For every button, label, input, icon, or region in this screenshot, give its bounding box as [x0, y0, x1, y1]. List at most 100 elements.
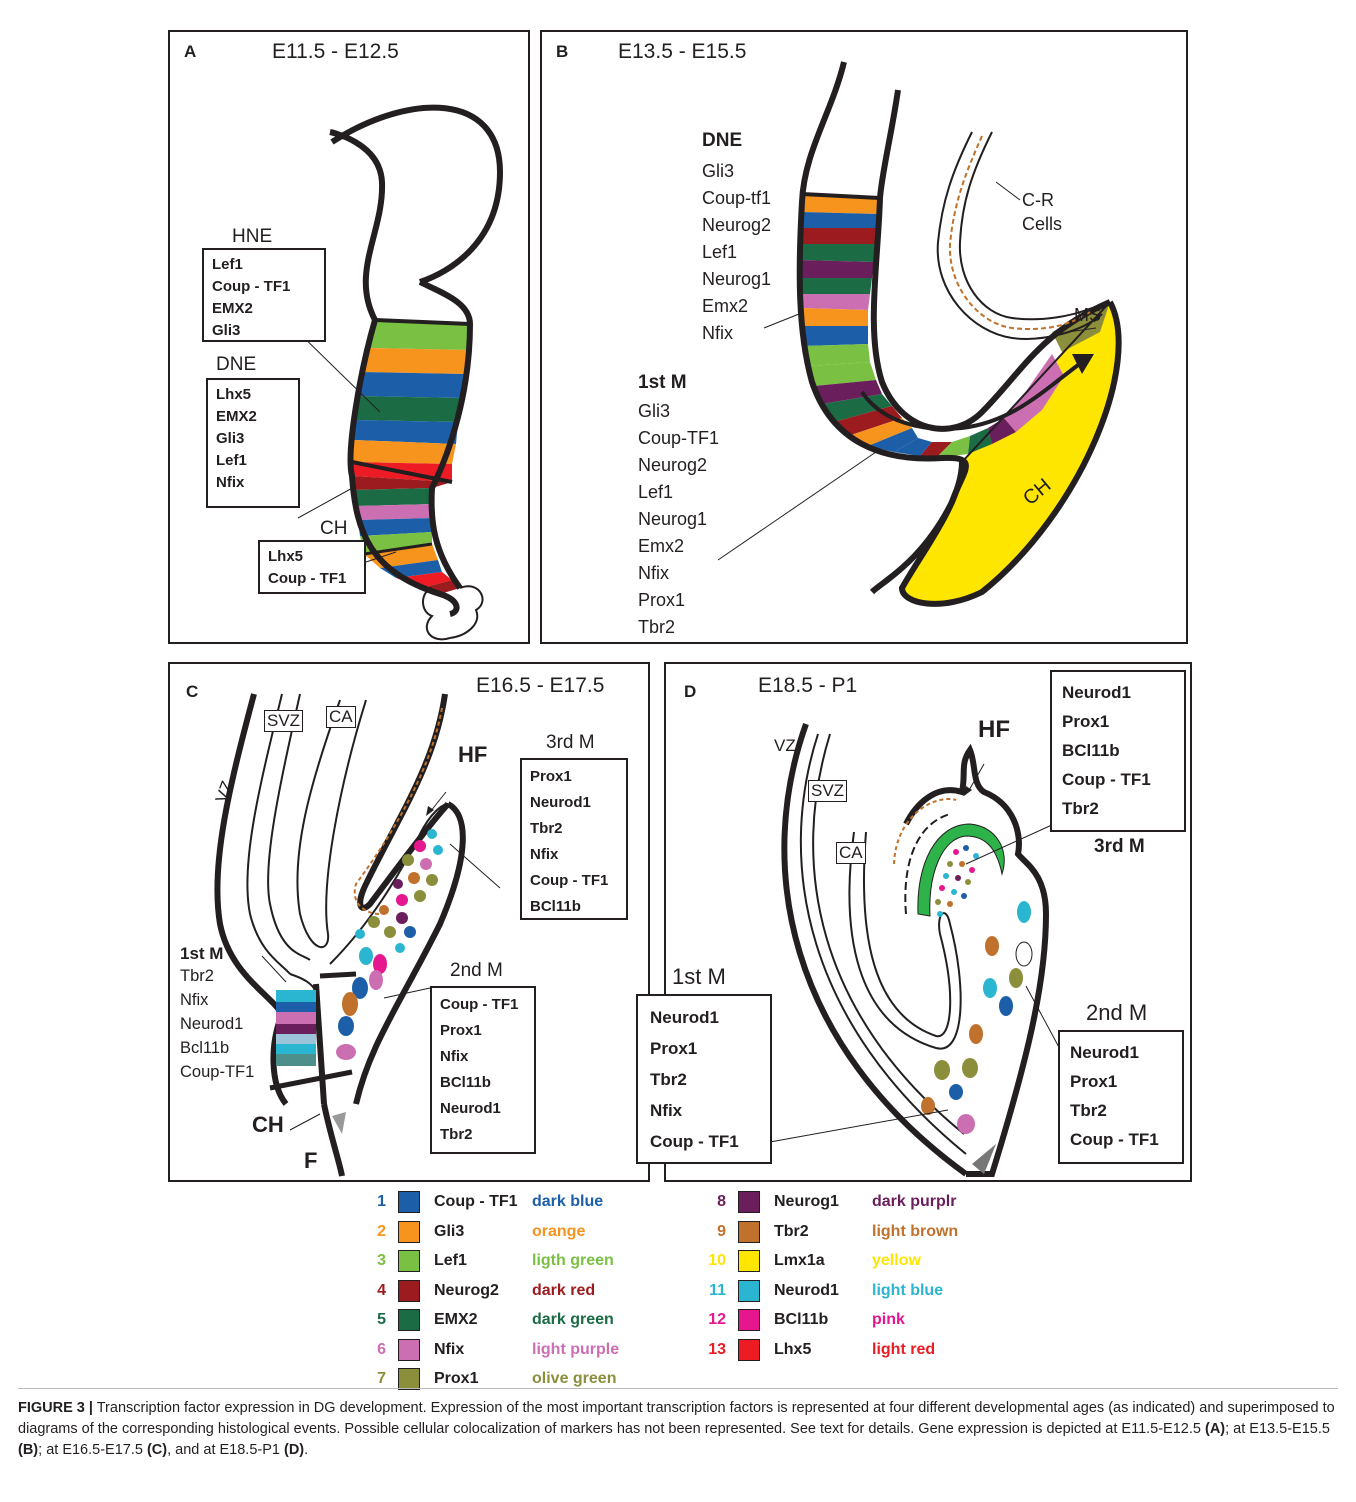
- caption-ref-b: (B): [18, 1442, 38, 1458]
- caption-ref-c: (C): [147, 1442, 167, 1458]
- gene-label: Neurog2: [638, 452, 719, 479]
- legend-swatch: [738, 1339, 760, 1361]
- legend-gene: Coup - TF1: [434, 1193, 532, 1211]
- panel-d-ca-label: CA: [836, 842, 866, 864]
- panel-d-m1-box: Neurod1 Prox1 Tbr2 Nfix Coup - TF1: [636, 994, 772, 1164]
- gene-label: Prox1: [1070, 1067, 1172, 1096]
- gene-label: Lef1: [638, 479, 719, 506]
- panel-a-dne-box: Lhx5 EMX2 Gli3 Lef1 Nfix: [206, 378, 300, 508]
- panel-d-m1-title: 1st M: [672, 964, 726, 990]
- gene-label: Coup-TF1: [638, 425, 719, 452]
- gene-label: Bcl11b: [180, 1036, 254, 1060]
- legend-swatch: [398, 1280, 420, 1302]
- legend-gene: Gli3: [434, 1223, 532, 1241]
- gene-label: Lef1: [216, 450, 290, 472]
- legend-swatch: [738, 1191, 760, 1213]
- panel-c-age: E16.5 - E17.5: [476, 674, 604, 698]
- legend-number: 1: [362, 1193, 386, 1211]
- panel-c-ch-label: CH: [252, 1112, 284, 1138]
- legend-row: 1Coup - TF1dark blue: [362, 1188, 603, 1216]
- caption-text: .: [304, 1442, 308, 1458]
- panel-d-label: D: [684, 682, 696, 702]
- legend-swatch: [398, 1368, 420, 1390]
- gene-label: Neurog1: [638, 506, 719, 533]
- legend-number: 12: [702, 1311, 726, 1329]
- legend-gene: Neurog1: [774, 1193, 872, 1211]
- gene-label: Tbr2: [650, 1064, 758, 1095]
- legend-row: 10Lmx1ayellow: [702, 1247, 921, 1275]
- legend-number: 9: [702, 1223, 726, 1241]
- gene-label: Tbr2: [440, 1122, 526, 1148]
- legend-row: 5EMX2dark green: [362, 1306, 614, 1334]
- legend-number: 8: [702, 1193, 726, 1211]
- gene-label: Nfix: [702, 320, 771, 347]
- legend-swatch: [398, 1221, 420, 1243]
- gene-label: Lef1: [702, 239, 771, 266]
- gene-label: Neurod1: [440, 1096, 526, 1122]
- legend-color-name: light purple: [532, 1341, 619, 1359]
- gene-label: Coup-tf1: [702, 185, 771, 212]
- figure-caption: FIGURE 3 | Transcription factor expressi…: [18, 1398, 1338, 1461]
- gene-label: Gli3: [702, 158, 771, 185]
- panel-a-ch-title: CH: [320, 518, 347, 540]
- legend-number: 10: [702, 1252, 726, 1270]
- caption-prefix: FIGURE 3 |: [18, 1400, 93, 1416]
- legend-number: 7: [362, 1370, 386, 1388]
- panel-d-m3-title: 3rd M: [1094, 836, 1145, 858]
- panel-a: A E11.5 - E12.5 HNE Lef1 Coup - TF1 EMX2…: [168, 30, 530, 644]
- gene-label: Neurog1: [702, 266, 771, 293]
- panel-d: D E18.5 - P1 VZ SVZ CA HF Neurod1 Prox1 …: [664, 662, 1192, 1182]
- panel-d-m2-box: Neurod1 Prox1 Tbr2 Coup - TF1: [1058, 1030, 1184, 1164]
- gene-label: Nfix: [530, 842, 618, 868]
- gene-label: Nfix: [638, 560, 719, 587]
- caption-text: , and at E18.5-P1: [167, 1442, 284, 1458]
- legend-number: 4: [362, 1282, 386, 1300]
- panel-d-svz-label: SVZ: [808, 780, 847, 802]
- legend-row: 8Neurog1dark purplr: [702, 1188, 956, 1216]
- panel-c-ca-label: CA: [326, 706, 356, 728]
- legend-gene: Lef1: [434, 1252, 532, 1270]
- gene-label: Lhx5: [216, 384, 290, 406]
- gene-label: Tbr2: [638, 614, 719, 641]
- gene-label: Lhx5: [268, 546, 356, 568]
- panel-d-age: E18.5 - P1: [758, 674, 857, 698]
- gene-label: EMX2: [212, 298, 316, 320]
- gene-label: Neurog2: [702, 212, 771, 239]
- gene-label: Emx2: [638, 533, 719, 560]
- gene-label: Prox1: [440, 1018, 526, 1044]
- panel-a-ch-box: Lhx5 Coup - TF1: [258, 540, 366, 594]
- gene-label: Coup - TF1: [440, 992, 526, 1018]
- panel-d-m3-box: Neurod1 Prox1 BCl11b Coup - TF1 Tbr2: [1050, 670, 1186, 832]
- panel-c-hf-label: HF: [458, 742, 487, 768]
- panel-a-hne-box: Lef1 Coup - TF1 EMX2 Gli3: [202, 248, 326, 342]
- caption-text: ; at E16.5-E17.5: [38, 1442, 147, 1458]
- panel-a-label: A: [184, 42, 196, 62]
- legend-number: 6: [362, 1341, 386, 1359]
- gene-label: Coup-TF1: [180, 1060, 254, 1084]
- panel-c-svz-label: SVZ: [264, 710, 303, 732]
- panel-c-label: C: [186, 682, 198, 702]
- legend-swatch: [738, 1221, 760, 1243]
- gene-label: Prox1: [638, 587, 719, 614]
- legend-row: 11Neurod1light blue: [702, 1277, 943, 1305]
- gene-label: BCl11b: [1062, 736, 1174, 765]
- panel-d-vz-label: VZ: [774, 736, 796, 756]
- gene-label: Neurod1: [1062, 678, 1174, 707]
- legend-gene: Lmx1a: [774, 1252, 872, 1270]
- panel-d-m2-title: 2nd M: [1086, 1000, 1147, 1026]
- gene-label: Coup - TF1: [530, 868, 618, 894]
- panel-d-hf-label: HF: [978, 716, 1010, 744]
- legend-color-name: ligth green: [532, 1252, 614, 1270]
- caption-text: Transcription factor expression in DG de…: [18, 1400, 1335, 1437]
- legend-color-name: orange: [532, 1223, 585, 1241]
- legend-number: 5: [362, 1311, 386, 1329]
- gene-label: BCl11b: [530, 894, 618, 920]
- gene-label: Coup - TF1: [650, 1126, 758, 1157]
- gene-label: Coup - TF1: [212, 276, 316, 298]
- gene-label: Emx2: [702, 293, 771, 320]
- gene-label: Prox1: [530, 764, 618, 790]
- legend-gene: Tbr2: [774, 1223, 872, 1241]
